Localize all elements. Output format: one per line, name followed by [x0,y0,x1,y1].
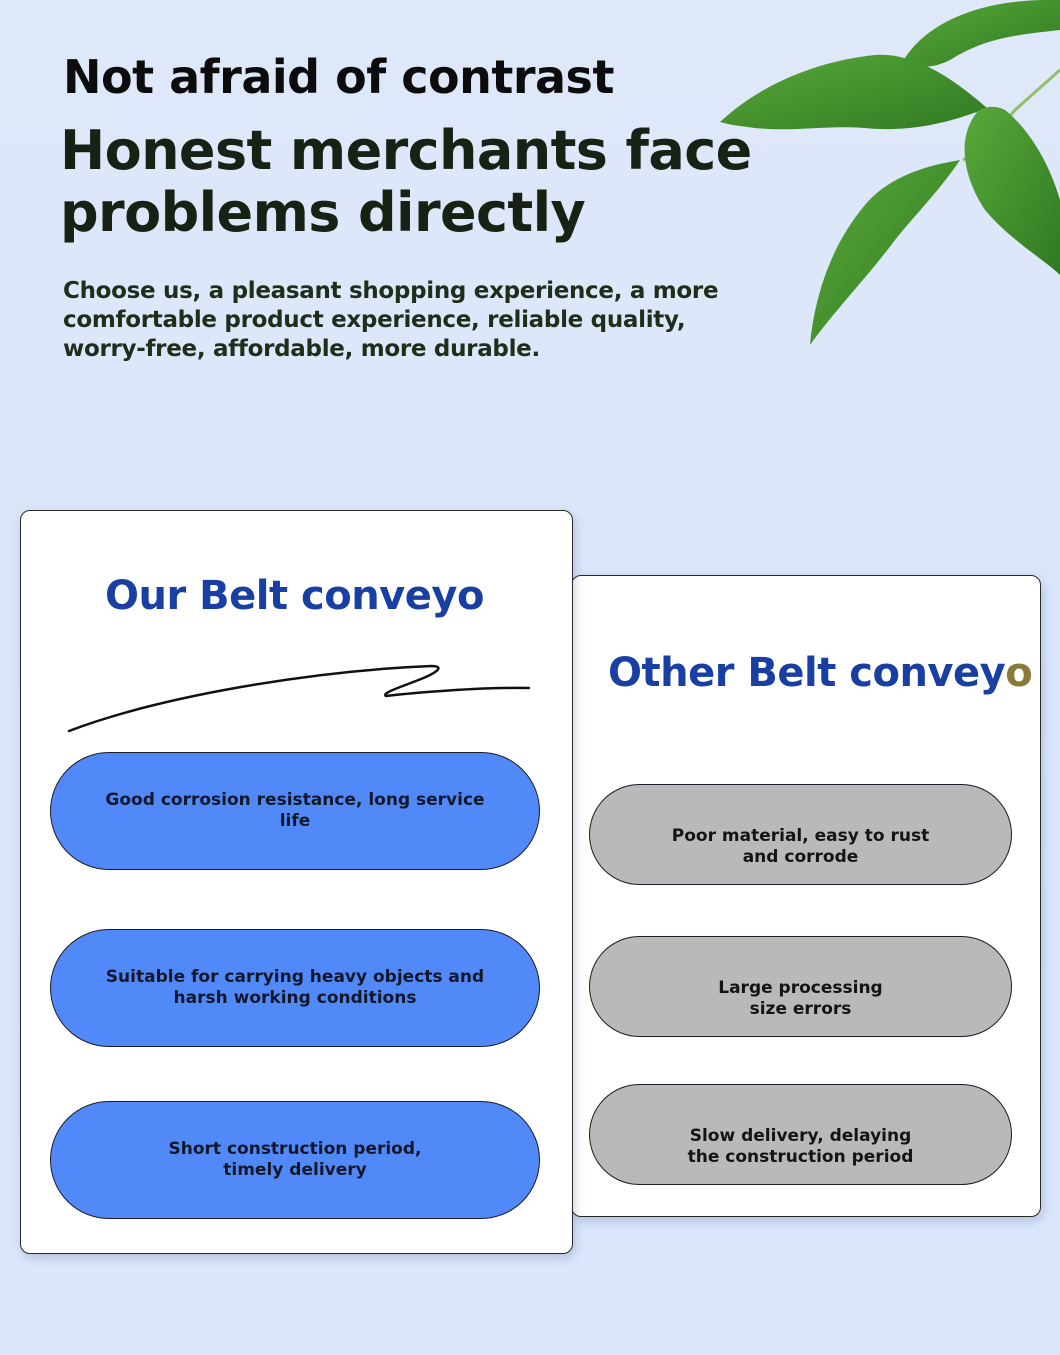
feature-text: Short construction period, timely delive… [168,1139,422,1180]
leaf-branch-icon [720,0,1060,345]
our-feature-pill: Suitable for carrying heavy objects and … [50,929,540,1047]
feature-text: Good corrosion resistance, long service … [105,790,485,831]
subheadline: Honest merchants face problems directly [60,119,752,244]
headline: Not afraid of contrast [63,50,614,104]
other-feature-pill: Poor material, easy to rust and corrode [589,784,1012,885]
description: Choose us, a pleasant shopping experienc… [63,278,719,362]
swoosh-decoration-icon [67,664,531,733]
other-product-card: Other Belt conveyo Poor material, easy t… [571,575,1041,1217]
other-feature-pill: Slow delivery, delaying the construction… [589,1084,1012,1185]
other-card-title: Other Belt conveyo [608,650,1033,696]
feature-text: Slow delivery, delaying the construction… [687,1125,914,1167]
feature-text: Poor material, easy to rust and corrode [671,825,930,867]
our-product-card: Our Belt conveyo Good corrosion resistan… [20,510,573,1254]
our-feature-pill: Good corrosion resistance, long service … [50,752,540,870]
feature-text: Large processing size errors [718,977,883,1019]
feature-text: Suitable for carrying heavy objects and … [105,967,485,1008]
our-card-title: Our Belt conveyo [105,573,484,619]
other-feature-pill: Large processing size errors [589,936,1012,1037]
our-feature-pill: Short construction period, timely delive… [50,1101,540,1219]
